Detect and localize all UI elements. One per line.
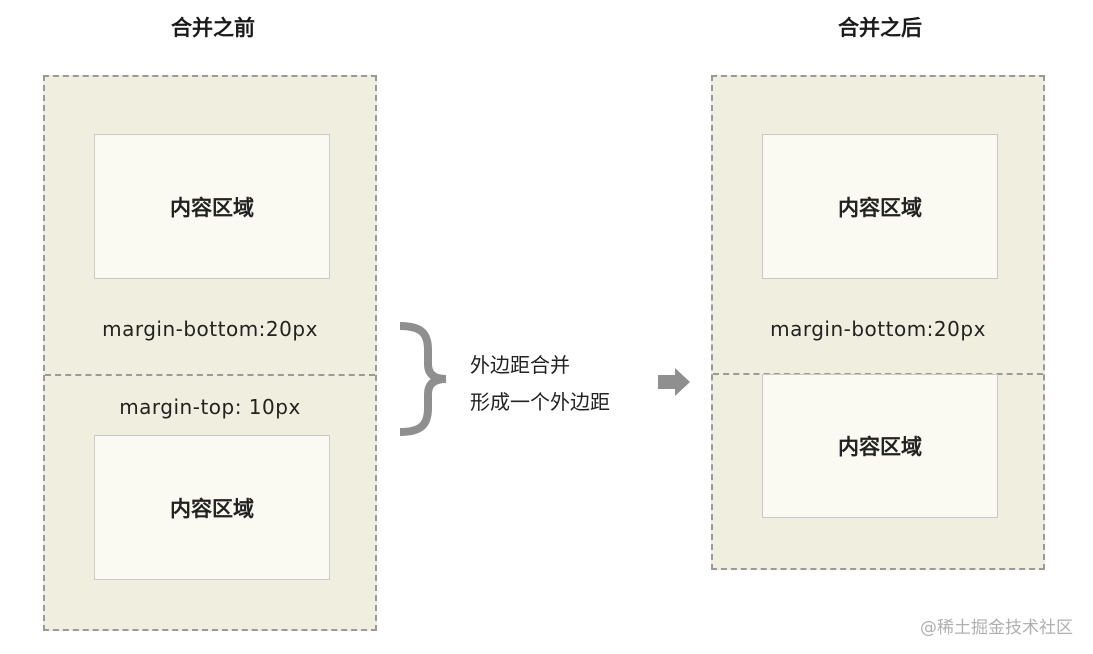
before-top-content-box: 内容区域 <box>94 134 330 279</box>
before-top-content-label: 内容区域 <box>170 195 254 220</box>
before-bottom-content-box: 内容区域 <box>94 435 330 580</box>
after-bottom-content-label: 内容区域 <box>838 435 922 459</box>
merge-note-line1: 外边距合并 <box>470 353 570 377</box>
before-divider <box>45 374 375 376</box>
before-panel: 内容区域 margin-bottom:20px margin-top: 10px… <box>43 75 377 631</box>
after-title: 合并之后 <box>838 16 922 40</box>
before-margin-top-label: margin-top: 10px <box>119 395 301 419</box>
watermark: @稀土掘金技术社区 <box>920 618 1073 638</box>
right-curly-brace-icon <box>399 322 447 436</box>
before-title: 合并之前 <box>171 16 255 40</box>
before-margin-bottom-label: margin-bottom:20px <box>102 317 318 341</box>
after-bottom-content-box: 内容区域 <box>762 374 998 518</box>
right-arrow-icon <box>658 368 690 396</box>
after-top-content-label: 内容区域 <box>838 195 922 220</box>
after-margin-bottom-label: margin-bottom:20px <box>770 317 986 341</box>
after-top-content-box: 内容区域 <box>762 134 998 279</box>
before-bottom-content-label: 内容区域 <box>170 496 254 521</box>
merge-note-line2: 形成一个外边距 <box>470 390 610 414</box>
after-panel: 内容区域 margin-bottom:20px 内容区域 <box>711 75 1045 570</box>
